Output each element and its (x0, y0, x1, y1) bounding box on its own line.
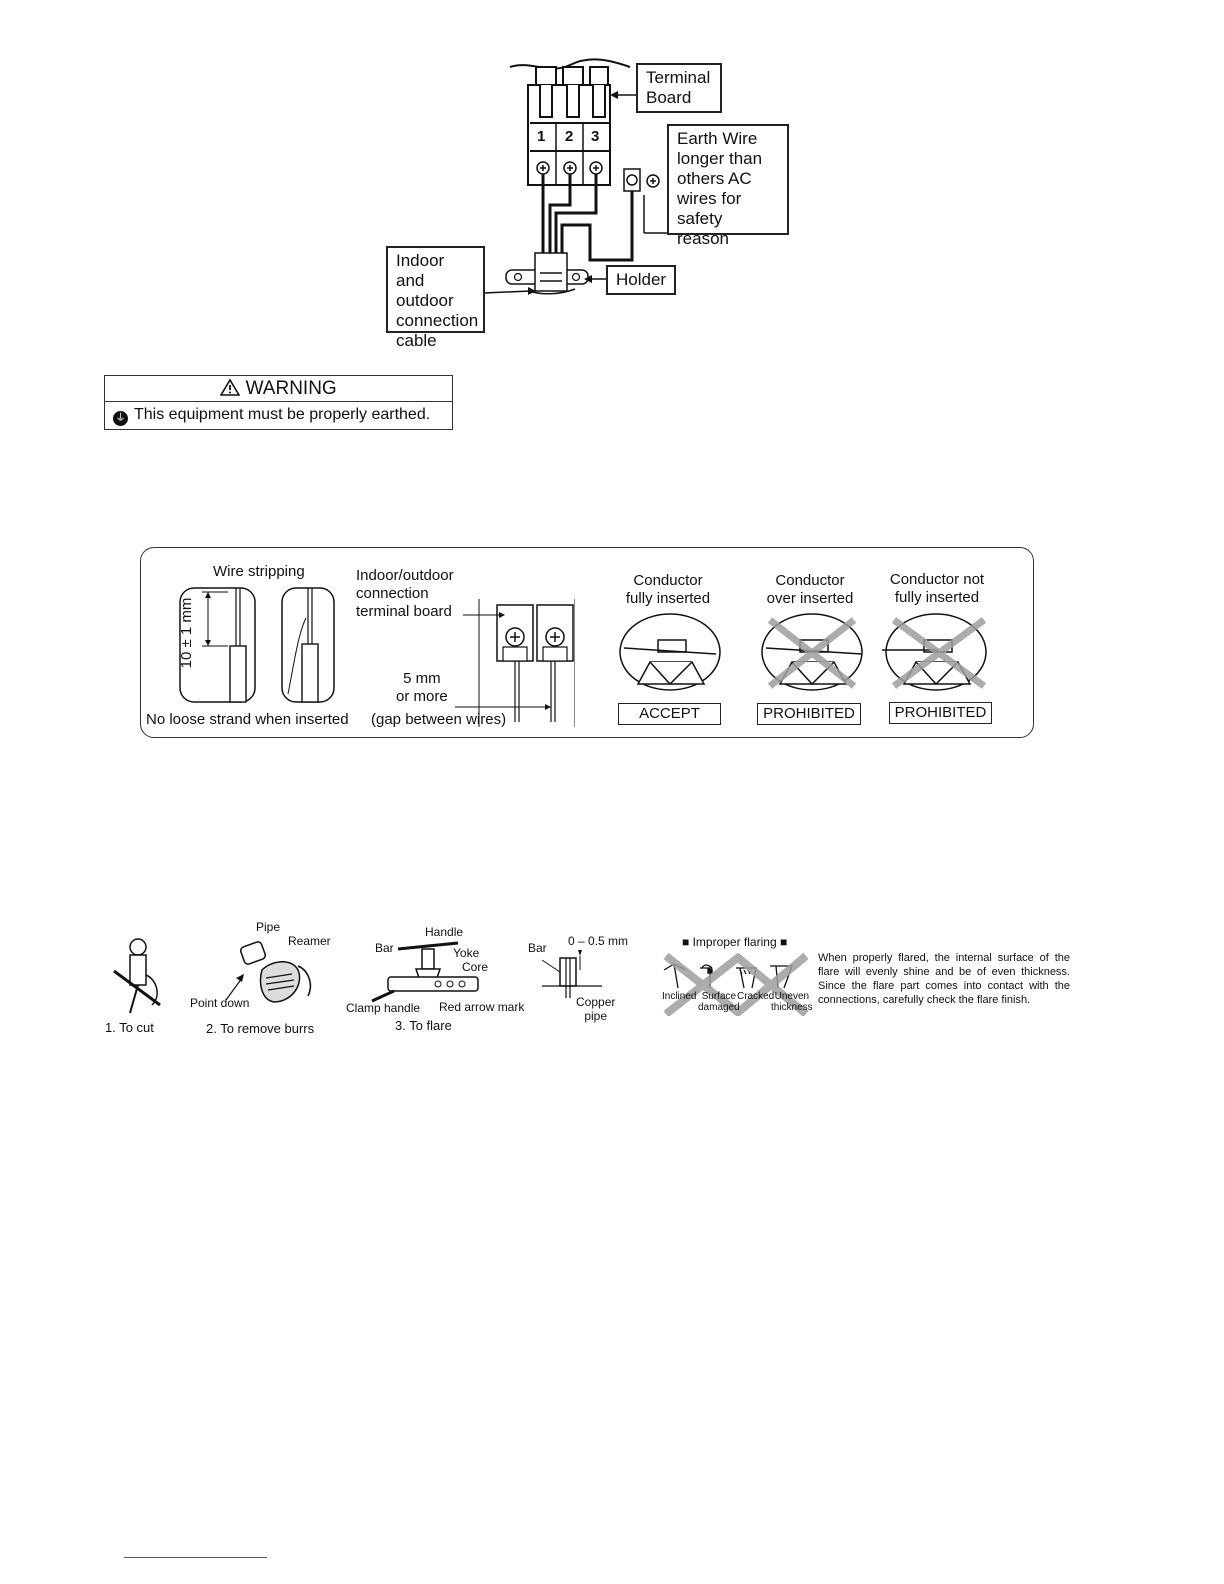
point-down-label: Point down (190, 996, 250, 1010)
improper-item-label: Cracked (737, 991, 775, 1002)
core-label: Core (462, 960, 489, 974)
footnote-rule (124, 1557, 267, 1558)
gap-label: 5 mm or more (396, 670, 448, 705)
strip-length-label: 10 ± 1 mm (178, 597, 195, 669)
handle-label: Handle (425, 925, 464, 939)
reamer-label: Reamer (288, 934, 331, 948)
prohibited-cross-icon (891, 617, 987, 689)
case-title: Conductor not fully inserted (889, 571, 985, 606)
cable-label: Indoor and outdoor connection cable (386, 246, 485, 350)
improper-flaring-figure (663, 952, 809, 1016)
supply-wire (509, 58, 631, 70)
conductor-figures (619, 613, 987, 691)
terminal-board-label: Terminal Board (636, 63, 722, 113)
terminal-board-figure (455, 599, 575, 727)
earth-wire-label: Earth Wire longer than others AC wires f… (667, 124, 789, 248)
bar-label: Bar (528, 941, 547, 955)
terminal-number-3: 3 (591, 128, 600, 145)
reamer-figure (225, 941, 312, 1003)
copper-pipe-label: Copper pipe (576, 995, 616, 1023)
gap-note-label: (gap between wires) (371, 711, 507, 728)
improper-item-label: Inclined (662, 991, 697, 1002)
red-arrow-label: Red arrow mark (439, 1000, 525, 1014)
verdict-prohibited: PROHIBITED (889, 702, 992, 724)
wire-stripping-title: Wire stripping (213, 563, 305, 580)
warning-header: WARNING (105, 376, 452, 402)
earth-wire (560, 191, 634, 262)
verdict-accept: ACCEPT (618, 703, 721, 725)
step-2-caption: 2. To remove burrs (206, 1021, 315, 1036)
gap-range-label: 0 – 0.5 mm (568, 934, 629, 948)
warning-box: WARNING ⏚ This equipment must be properly… (104, 375, 453, 430)
ac-wires (541, 174, 598, 253)
bar-label: Bar (375, 941, 394, 955)
wire-stripping-figure (179, 587, 335, 703)
connector-caps (535, 66, 609, 118)
no-loose-strand-label: No loose strand when inserted (146, 711, 349, 728)
case-title: Conductor fully inserted (625, 572, 711, 607)
terminal-number-2: 2 (565, 128, 574, 145)
improper-item-label: Surface damaged (698, 991, 740, 1013)
step-1-caption: 1. To cut (105, 1020, 154, 1035)
terminal-number-1: 1 (537, 128, 546, 145)
prohibited-cross-icon (767, 617, 857, 689)
conductor-insertion-panel (140, 547, 1034, 738)
terminal-board-label: Indoor/outdoor connection terminal board (356, 567, 454, 620)
flare-note: When properly flared, the internal surfa… (818, 952, 1070, 1006)
warning-triangle-icon (219, 378, 241, 396)
bar-gap-figure (541, 950, 602, 998)
warning-title: WARNING (245, 378, 337, 399)
warning-body: ⏚ This equipment must be properly earthed… (105, 402, 452, 429)
clamp-handle-label: Clamp handle (346, 1001, 421, 1015)
pipe-label: Pipe (256, 920, 281, 934)
earth-symbol-icon: ⏚ (113, 411, 128, 426)
connector-accept (619, 613, 721, 691)
holder-label: Holder (606, 265, 676, 295)
yoke-label: Yoke (453, 946, 480, 960)
pipe-cutter-figure (113, 938, 161, 1014)
wiring-diagram (483, 58, 668, 295)
improper-item-label: Uneven thickness (771, 991, 813, 1013)
case-title: Conductor over inserted (766, 572, 854, 607)
improper-flaring-title: ■ Improper flaring ■ (682, 935, 788, 949)
verdict-prohibited: PROHIBITED (757, 703, 861, 725)
terminal-screws (536, 161, 603, 175)
warning-text: This equipment must be properly earthed. (134, 406, 431, 423)
flaring-tool-figure (371, 941, 479, 1003)
step-3-caption: 3. To flare (395, 1018, 452, 1033)
